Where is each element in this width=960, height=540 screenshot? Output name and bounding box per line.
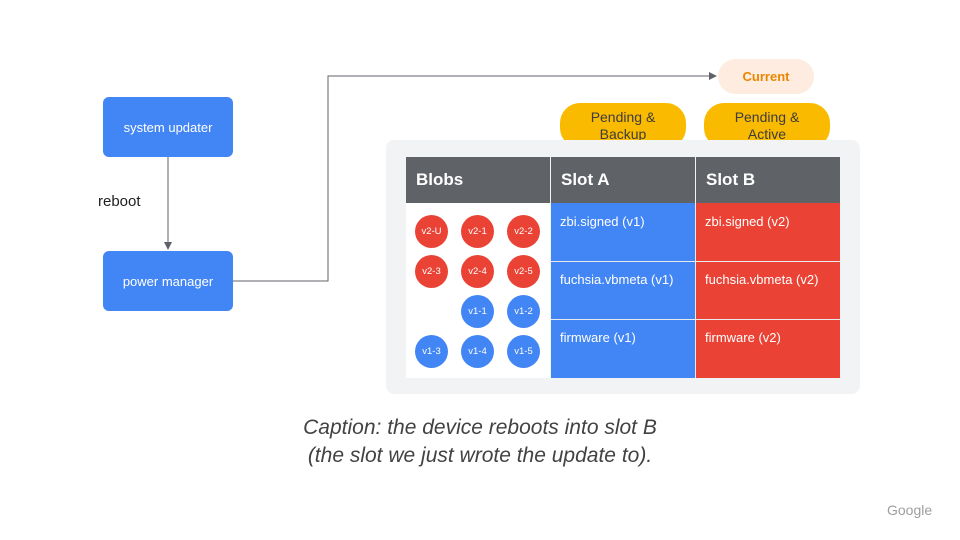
google-logo: Google (887, 502, 933, 518)
blob-v2-3: v2-3 (415, 255, 448, 288)
blob-v1-4: v1-4 (461, 335, 494, 368)
current-label: Current (742, 69, 790, 84)
blob-v2-5: v2-5 (507, 255, 540, 288)
slot-b-zbi: zbi.signed (v2) (696, 203, 840, 261)
blob-v1-2: v1-2 (507, 295, 540, 328)
blob-v2-1: v2-1 (461, 215, 494, 248)
pending-backup-label: Pending & Backup (590, 108, 656, 142)
header-slot-a: Slot A (551, 157, 695, 203)
blob-v1-1: v1-1 (461, 295, 494, 328)
header-blobs: Blobs (406, 157, 550, 203)
blob-v1-3: v1-3 (415, 335, 448, 368)
blob-v1-5: v1-5 (507, 335, 540, 368)
slot-b-vbmeta: fuchsia.vbmeta (v2) (696, 261, 840, 319)
column-separator (695, 203, 696, 378)
blob-v2-U: v2-U (415, 215, 448, 248)
current-pill: Current (718, 59, 814, 94)
slot-b-firmware: firmware (v2) (696, 319, 840, 378)
pending-active-label: Pending & Active (734, 108, 800, 142)
power-manager-box: power manager (103, 251, 233, 311)
slot-a-vbmeta: fuchsia.vbmeta (v1) (551, 261, 695, 319)
slot-a-firmware: firmware (v1) (551, 319, 695, 378)
blob-v2-4: v2-4 (461, 255, 494, 288)
header-slot-b: Slot B (696, 157, 840, 203)
power-manager-label: power manager (122, 273, 214, 289)
reboot-label: reboot (98, 193, 141, 210)
caption-line-1: Caption: the device reboots into slot B (303, 416, 657, 439)
system-updater-box: system updater (103, 97, 233, 157)
caption-line-2: (the slot we just wrote the update to). (307, 444, 653, 467)
caption: Caption: the device reboots into slot B … (200, 414, 760, 470)
system-updater-label: system updater (123, 119, 213, 135)
blob-v2-2: v2-2 (507, 215, 540, 248)
slot-a-zbi: zbi.signed (v1) (551, 203, 695, 261)
